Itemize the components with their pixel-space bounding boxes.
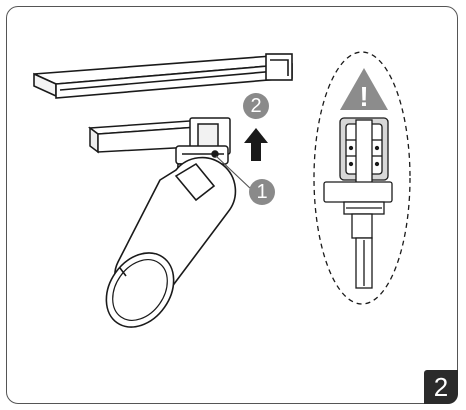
up-arrow-icon: [244, 128, 268, 161]
svg-text:1: 1: [256, 181, 267, 203]
page-frame: [6, 6, 458, 404]
track-rail: [33, 53, 293, 99]
step-1-marker: 1: [249, 179, 275, 205]
svg-text:2: 2: [250, 95, 261, 117]
warning-triangle-icon: !: [340, 68, 388, 112]
svg-text:!: !: [359, 81, 368, 112]
step-2-marker: 2: [243, 93, 269, 119]
track-cross-section: [323, 117, 393, 289]
detail-callout: [313, 51, 411, 305]
page-number-badge: 2: [424, 370, 458, 404]
adapter-head: [87, 117, 231, 207]
step-1-pointer: [215, 155, 253, 191]
spotlight-body: [105, 156, 237, 328]
